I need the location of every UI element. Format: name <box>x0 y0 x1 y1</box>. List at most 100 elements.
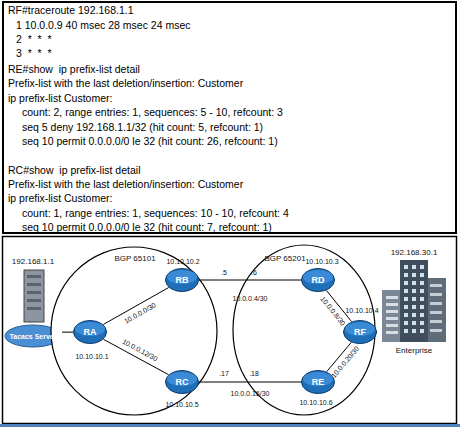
router-name: RB <box>165 274 199 286</box>
router-node: RF <box>343 320 377 344</box>
router-name: RD <box>301 274 335 286</box>
shape-part <box>430 320 442 323</box>
shape-part <box>420 305 424 309</box>
node-label: 192.168.30.1 <box>376 248 452 258</box>
shape-part <box>302 269 335 292</box>
node-label: 192.168.1.1 <box>4 257 62 267</box>
shape-part <box>404 297 408 301</box>
shape-part <box>404 321 408 325</box>
address-label: 10.10.10.2 <box>153 257 213 266</box>
address-label: 10.10.10.6 <box>286 398 346 407</box>
console-line: count: 2, range entries: 1, sequences: 5… <box>22 105 460 119</box>
console-line: seq 10 permit 0.0.0.0/0 le 32 (hit count… <box>22 220 460 234</box>
shape-part <box>412 313 416 317</box>
enterprise-site: 192.168.30.1Enterprise <box>376 246 452 358</box>
shape-part <box>27 275 41 278</box>
address-label: .17 <box>194 369 254 378</box>
console-line: seq 10 permit 0.0.0.0/0 le 32 (hit count… <box>22 134 460 148</box>
shape-part <box>412 273 416 277</box>
address-label: .6 <box>224 268 284 277</box>
shape-part <box>404 289 408 293</box>
shape-part <box>386 303 398 306</box>
router-node: RE <box>301 370 335 394</box>
shape-part <box>430 284 442 287</box>
console-line: Prefix-list with the last deletion/inser… <box>8 177 448 191</box>
shape-part <box>344 321 377 344</box>
shape-part <box>430 329 442 332</box>
shape-part <box>166 371 199 394</box>
shape-part <box>412 289 416 293</box>
subnet-label: 10.0.0.4/30 <box>232 294 267 303</box>
router-node: RB <box>165 268 199 292</box>
shape-part <box>420 297 424 301</box>
console-line: 1 10.0.0.9 40 msec 28 msec 24 msec <box>16 18 456 32</box>
shape-part <box>27 283 41 286</box>
router-node: RC <box>165 370 199 394</box>
shape-part <box>74 321 107 344</box>
shape-part <box>430 293 442 296</box>
shape-part <box>430 302 442 305</box>
shape-part <box>24 270 44 322</box>
shape-part <box>382 290 402 342</box>
shape-part <box>420 281 424 285</box>
node-label: BGP 65101 <box>95 254 175 264</box>
shape-part <box>400 260 428 342</box>
shape-part <box>27 291 41 294</box>
router-name: RA <box>73 326 107 338</box>
building-shape <box>376 246 452 358</box>
shape-part <box>420 273 424 277</box>
shape-part <box>386 296 398 299</box>
shape-part <box>412 321 416 325</box>
shape-part <box>412 297 416 301</box>
address-label: 10.10.10.5 <box>152 400 212 409</box>
console-line: RE#show ip prefix-list detail <box>8 62 448 76</box>
shape-part <box>51 247 217 415</box>
address-label: .5 <box>194 268 254 277</box>
node-label: Enterprise <box>376 346 452 356</box>
shape-part <box>420 289 424 293</box>
shape-part <box>426 278 446 342</box>
shape-part <box>412 305 416 309</box>
router-name: RC <box>165 376 199 388</box>
shape-part <box>412 329 416 333</box>
console-line: 2 * * * <box>16 32 456 46</box>
shape-part <box>404 281 408 285</box>
shape-part <box>386 331 398 334</box>
shape-part <box>404 265 408 269</box>
shape-part <box>404 313 408 317</box>
shape-part <box>302 371 335 394</box>
console-line: ip prefix-list Customer: <box>8 91 448 105</box>
shape-part <box>27 307 41 310</box>
bottom-bar <box>0 424 460 427</box>
address-label: 10.10.10.3 <box>292 257 352 266</box>
console-line: count: 1, range entries: 1, sequences: 1… <box>22 206 460 220</box>
address-label: .18 <box>224 369 284 378</box>
shape-part <box>166 269 199 292</box>
console-line: RC#show ip prefix-list detail <box>8 163 448 177</box>
shape-part <box>412 265 416 269</box>
as-boundary: BGP 65101RA RB RC <box>50 246 218 416</box>
shape-part <box>386 310 398 313</box>
router-node: RA <box>73 320 107 344</box>
console-line: Prefix-list with the last deletion/inser… <box>8 76 448 90</box>
router-name: RE <box>301 376 335 388</box>
diagram-frame <box>3 237 457 424</box>
shape-part <box>386 324 398 327</box>
shape-part <box>420 313 424 317</box>
address-label: 10.10.10.1 <box>62 352 122 361</box>
terminal-output: RF#traceroute 192.168.1.11 10.0.0.9 40 m… <box>2 1 457 234</box>
console-line: 3 * * * <box>16 46 456 60</box>
console-line: RF#traceroute 192.168.1.1 <box>8 3 448 17</box>
shape-part <box>27 299 41 302</box>
shape-part <box>404 305 408 309</box>
router-name: RF <box>343 326 377 338</box>
console-line: seq 5 deny 192.168.1.1/32 (hit count: 5,… <box>22 120 460 134</box>
tacacs-server: 192.168.1.1Tacacs Server <box>4 256 62 348</box>
shape-part <box>430 311 442 314</box>
console-line: ip prefix-list Customer: <box>8 191 448 205</box>
subnet-label: 10.0.0.16/30 <box>231 389 270 398</box>
shape-part <box>404 329 408 333</box>
shape-part <box>420 321 424 325</box>
shape-part <box>386 317 398 320</box>
